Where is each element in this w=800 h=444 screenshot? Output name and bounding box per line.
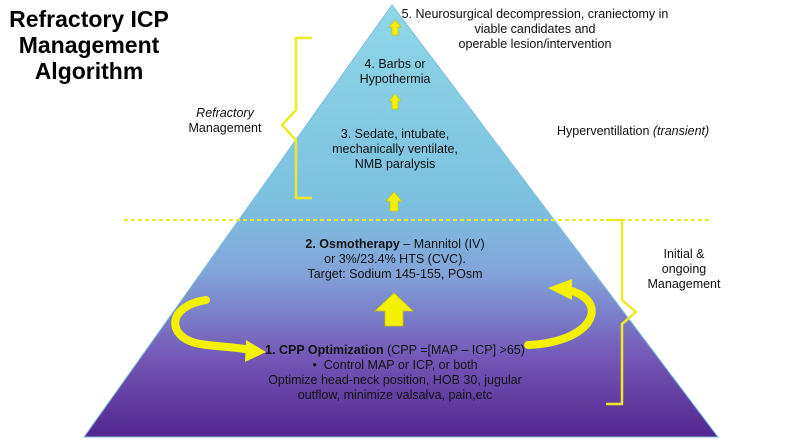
tier-3-text: 3. Sedate, intubate, mechanically ventil… (332, 127, 458, 171)
bracket-right (606, 218, 638, 406)
hyperventilation-label: Hyperventillation (transient) (557, 124, 710, 138)
title-line: Algorithm (34, 58, 144, 84)
curved-arrow-right-icon (524, 279, 596, 349)
up-arrow-icon (388, 93, 402, 110)
bracket-left (280, 36, 312, 200)
page-title: Refractory ICP Management Algorithm (4, 6, 174, 84)
curved-arrow-left-icon (171, 296, 266, 362)
osmotherapy-title: 2. Osmotherapy (305, 237, 400, 251)
title-line: Management (18, 32, 160, 58)
up-arrow-icon (388, 19, 402, 36)
title-line: Refractory ICP (9, 6, 169, 32)
cpp-optimization-title: 1. CPP Optimization (265, 343, 384, 357)
bullet: • (312, 358, 317, 372)
up-arrow-icon (373, 292, 415, 327)
tier-1-text: 1. CPP Optimization (CPP =[MAP – ICP] >6… (265, 343, 525, 402)
initial-ongoing-management-label: Initial & ongoing Management (647, 247, 721, 291)
up-arrow-icon (385, 191, 403, 212)
tier-2-text: 2. Osmotherapy – Mannitol (IV) or 3%/23.… (305, 237, 485, 281)
tier-5-text: 5. Neurosurgical decompression, craniect… (401, 7, 669, 51)
tier-4-text: 4. Barbs or Hypothermia (359, 57, 431, 86)
refractory-management-label: Refractory Management (188, 106, 262, 135)
